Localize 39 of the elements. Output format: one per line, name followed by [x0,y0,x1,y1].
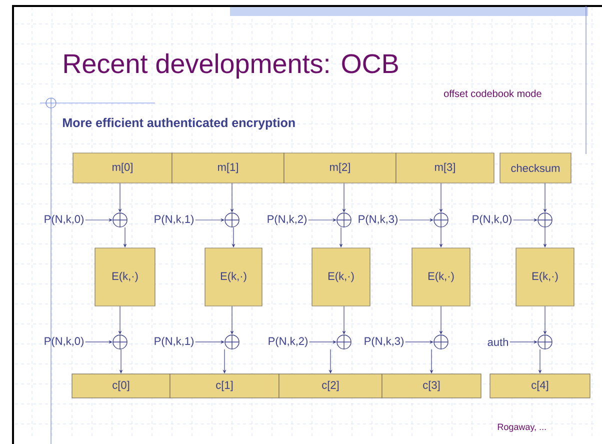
credit-note: Rogaway, ... [498,424,546,432]
block-box: E(k,·) [516,248,574,306]
slide-title: Recent developments: OCB [64,53,398,79]
input-label: P(N,k,0) [472,214,512,226]
xor-symbol [336,334,352,350]
xor-symbol [336,212,352,228]
input-label: P(N,k,3) [358,214,398,226]
block-box: m[2] [284,152,396,184]
input-label: P(N,k,1) [154,214,194,226]
block-box: E(k,·) [412,248,470,306]
input-label: P(N,k,1) [154,336,194,348]
block-box: c[0] [72,374,170,398]
block-box: E(k,·) [204,248,262,306]
xor-symbol [434,212,448,228]
block-box: c[1] [170,374,280,398]
xor-symbol [434,334,448,350]
block-box: E(k,·) [312,248,370,306]
input-label: P(N,k,2) [268,214,306,226]
xor-symbol [112,334,128,350]
xor-symbol [112,212,128,228]
block-box: c[2] [278,374,382,398]
block-box: checksum [500,152,572,184]
input-label: P(N,k,3) [364,336,404,348]
block-box: m[1] [172,152,284,184]
block-box: m[3] [396,152,494,184]
input-label: P(N,k,0) [44,336,84,348]
xor-symbol [538,212,552,228]
heading: More efficient authenticated encryption [63,118,295,130]
xor-symbol [538,334,552,350]
input-label: P(N,k,2) [268,336,308,348]
block-box: c[4] [490,374,590,398]
block-box: c[3] [382,374,482,398]
input-label: P(N,k,0) [44,214,84,226]
input-label: auth [488,338,508,346]
subtitle: offset codebook mode [444,90,542,98]
xor-symbol [224,212,240,228]
block-box: E(k,·) [94,248,156,306]
xor-symbol [224,334,240,350]
block-box: m[0] [72,152,172,184]
